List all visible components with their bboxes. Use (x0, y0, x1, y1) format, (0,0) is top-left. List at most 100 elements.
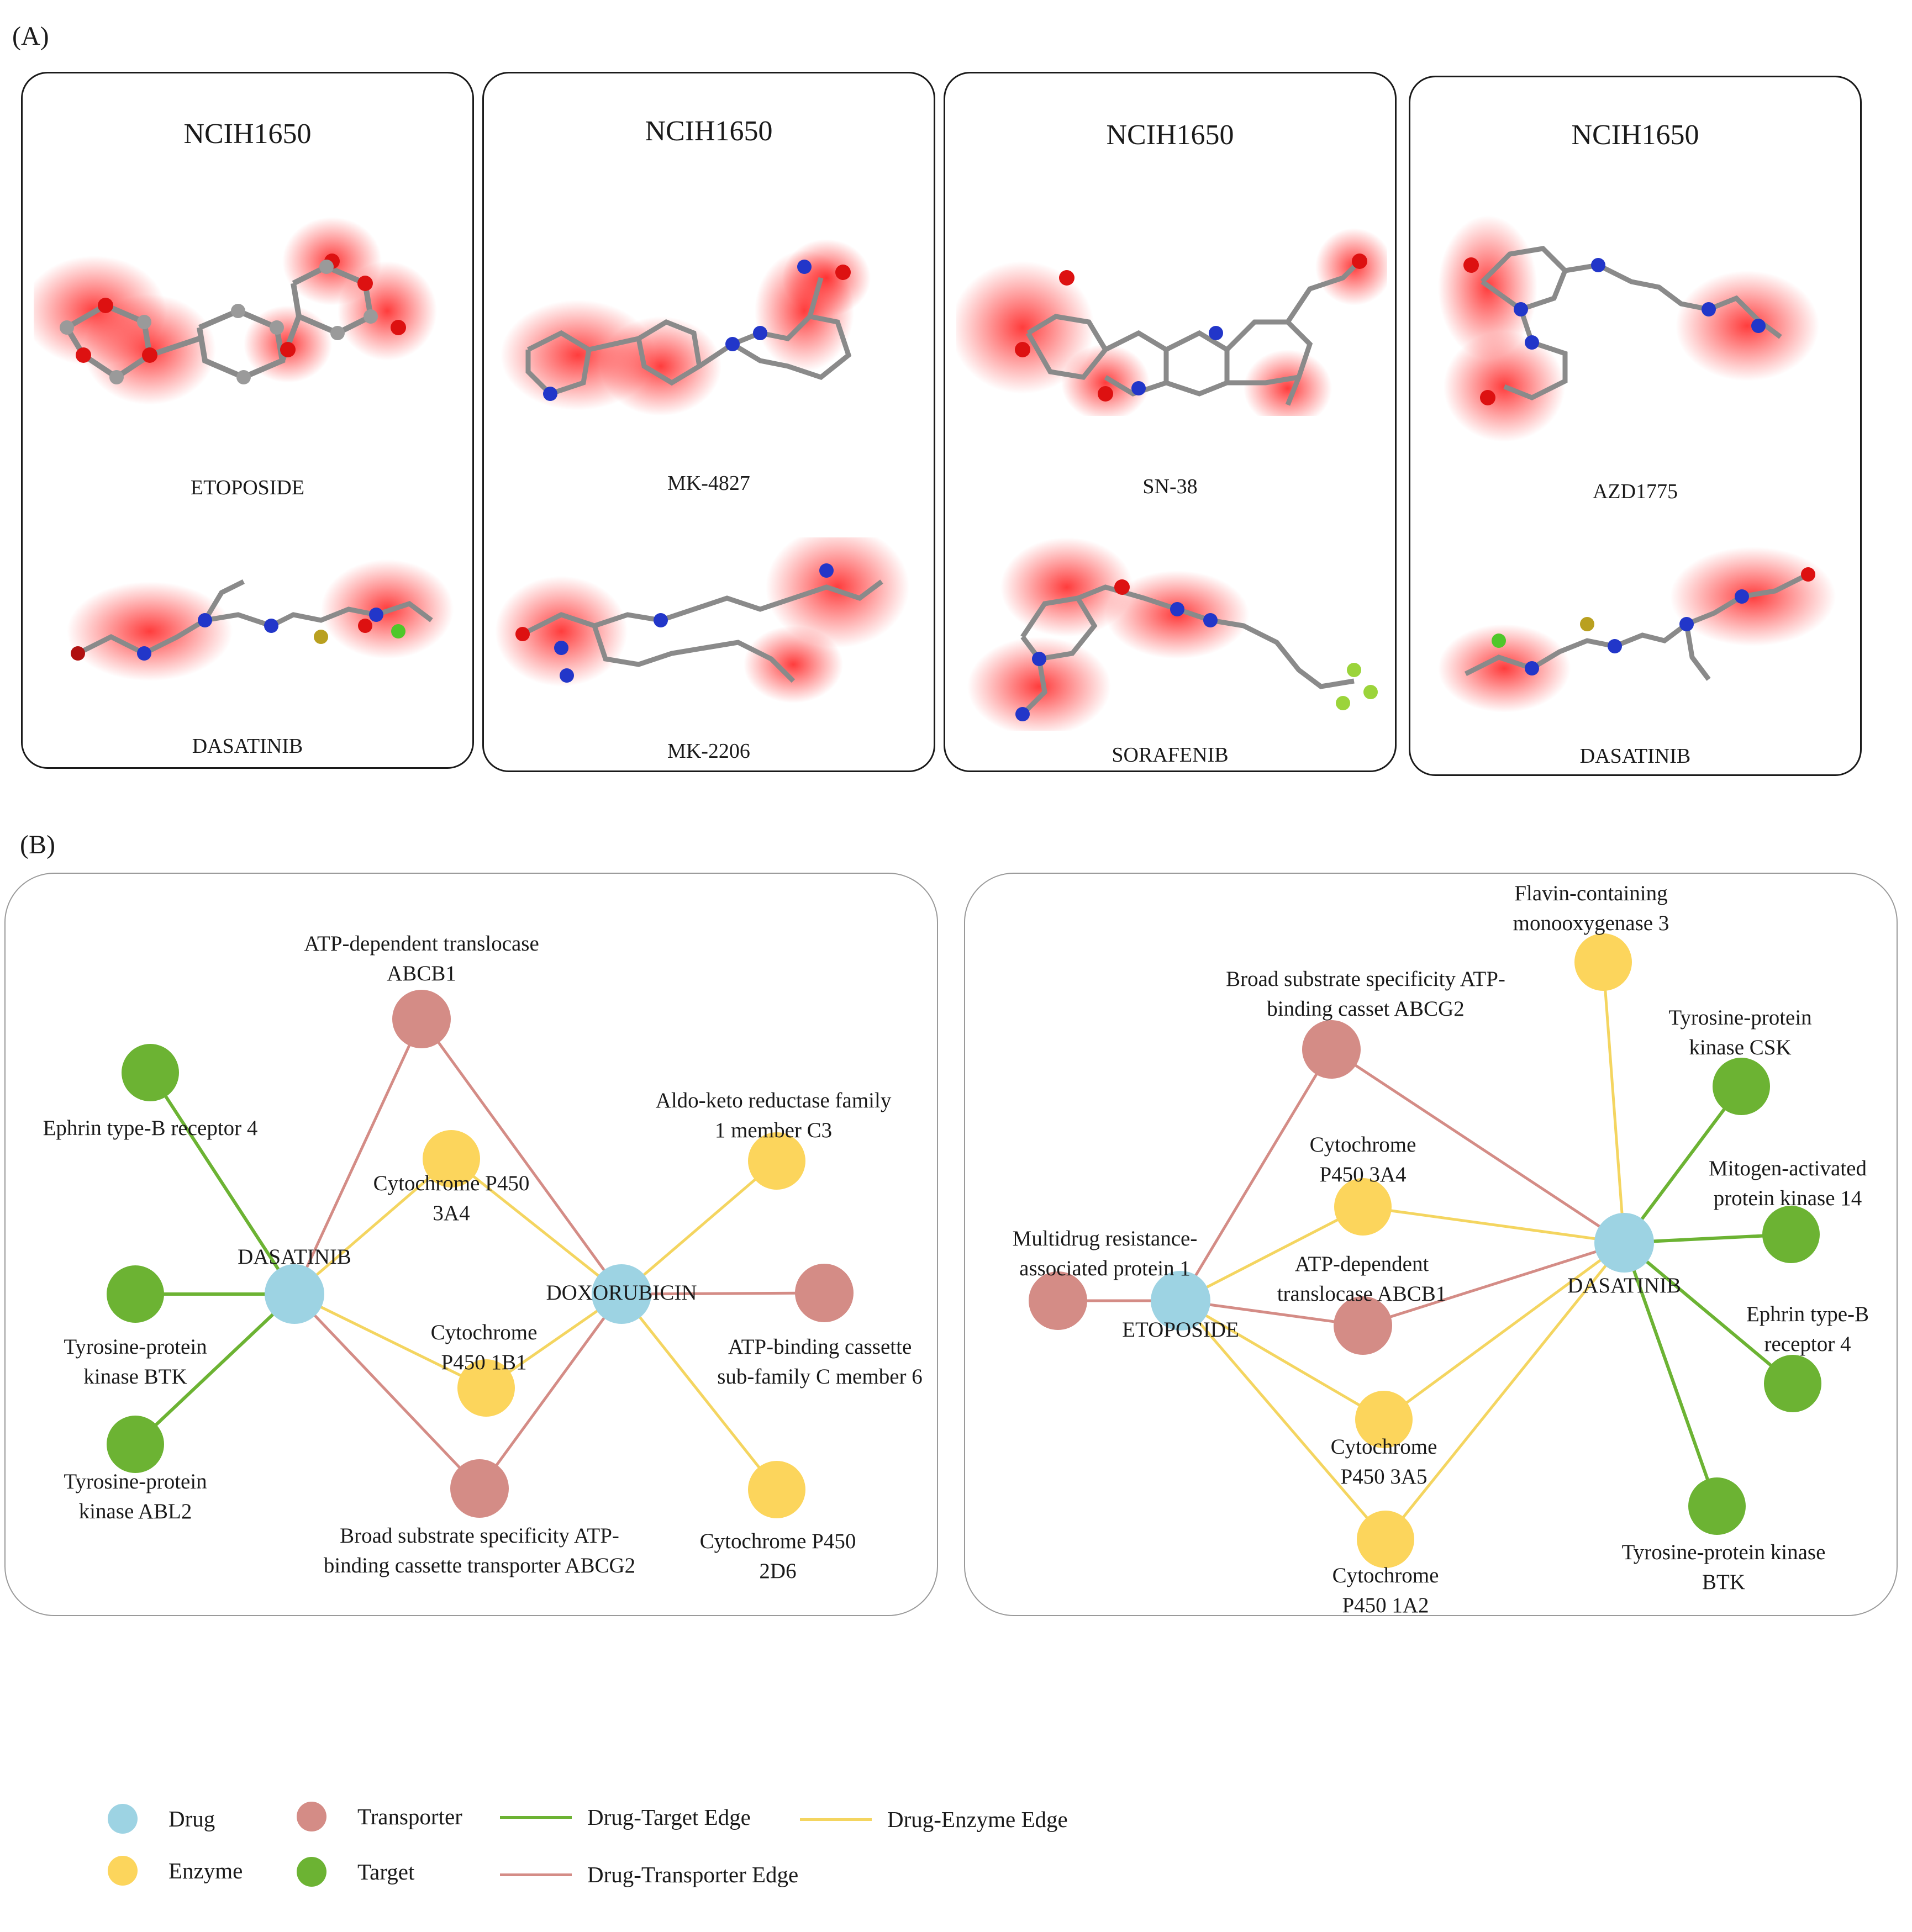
molecule-card-4: NCIH1650 AZD1775 DASATINIB (1409, 76, 1862, 776)
node-label-line: Tyrosine-protein kinase (1621, 1540, 1826, 1565)
legend-enzyme-edge-label: Drug-Enzyme Edge (887, 1807, 1068, 1832)
networkLeft-node-akr1c3 (748, 1132, 805, 1190)
networkLeft-edge-doxorubicin-abcb1 (420, 1018, 623, 1295)
node-label-line: Mitogen-activated (1709, 1157, 1867, 1181)
networkRight-label-dasatinib: DASATINIB (1567, 1271, 1681, 1301)
networkLeft-node-cyp2d6 (748, 1461, 805, 1518)
legend-transporter-label: Transporter (357, 1804, 462, 1829)
networkRight-node-btk (1688, 1477, 1746, 1535)
node-label-line: ETOPOSIDE (1122, 1318, 1239, 1342)
node-label-line: binding casset ABCG2 (1267, 997, 1465, 1021)
networkRight-node-etoposide (1151, 1271, 1210, 1331)
networkRight-edge-dasatinib-btk (1623, 1242, 1719, 1507)
drug-name-bottom: SORAFENIB (1112, 743, 1229, 767)
networkLeft-node-doxorubicin (592, 1264, 651, 1324)
molecule-card-3: NCIH1650 SN-38 (944, 72, 1397, 772)
networkLeft-node-cyp3a4 (423, 1130, 480, 1187)
networkRight-label-abcg2: Broad substrate specificity ATP-binding … (1226, 964, 1505, 1024)
node-label-line: Tyrosine-protein (1668, 1006, 1812, 1030)
node-label-line: Cytochrome P450 (699, 1529, 856, 1554)
networkRight-edge-dasatinib-abcg2 (1330, 1048, 1625, 1244)
networkRight-node-abcg2 (1302, 1020, 1361, 1079)
networkLeft-label-cyp2d6: Cytochrome P450 2D6 (700, 1527, 856, 1586)
drug-name-top: ETOPOSIDE (190, 476, 305, 499)
molecule-card-1: NCIH1650 ETOPOSIDE (21, 72, 474, 769)
node-label-line: Aldo-keto reductase family (655, 1089, 892, 1113)
networkLeft-node-ephb4 (122, 1044, 179, 1101)
node-label-line: Ephrin type-B (1746, 1302, 1869, 1327)
legend-enzyme-edge-swatch (800, 1818, 872, 1821)
legend-transporter-edge-label: Drug-Transporter Edge (587, 1862, 799, 1887)
node-label-line: DOXORUBICIN (546, 1281, 697, 1305)
node-label-line: BTK (1702, 1570, 1745, 1594)
legend-target-edge-label: Drug-Target Edge (587, 1804, 751, 1830)
networkLeft-edge-dasatinib-abl2 (134, 1292, 296, 1446)
networkRight-edge-etoposide-cyp3a4 (1179, 1205, 1364, 1302)
node-label-line: Cytochrome (1330, 1435, 1437, 1459)
node-label-line: sub-family C member 6 (717, 1365, 923, 1389)
networkRight-edge-etoposide-abcg2 (1179, 1048, 1333, 1302)
networkLeft-label-ephb4: Ephrin type-B receptor 4 (43, 1113, 258, 1143)
legend-transporter-swatch (297, 1802, 326, 1831)
networkLeft-node-btk (107, 1265, 164, 1323)
panel-a-label: (A) (12, 22, 49, 51)
legend-target-edge-swatch (500, 1815, 572, 1819)
legend-enzyme: Enzyme (108, 1856, 243, 1886)
node-label-line: Broad substrate specificity ATP- (340, 1524, 619, 1548)
node-label-line: P450 3A5 (1340, 1465, 1428, 1488)
node-label-line: ATP-dependent (1294, 1252, 1429, 1276)
networkRight-edge-dasatinib-abcb1 (1362, 1241, 1625, 1327)
networkRight-edge-dasatinib-csk (1623, 1085, 1743, 1244)
networkRight-node-dasatinib (1594, 1213, 1654, 1273)
legend-enzyme-edge: Drug-Enzyme Edge (800, 1806, 1068, 1833)
node-label-line: Multidrug resistance- (1012, 1227, 1198, 1251)
networkRight-node-fmo3 (1574, 933, 1632, 991)
legend-transporter: Transporter (297, 1802, 462, 1831)
node-label-line: Tyrosine-protein (64, 1335, 207, 1359)
networkLeft-node-abcg2 (450, 1459, 509, 1518)
cell-line-title: NCIH1650 (183, 118, 312, 150)
node-label-line: ATP-dependent translocase (304, 932, 539, 956)
node-label-line: receptor 4 (1764, 1332, 1851, 1356)
networkRight-node-cyp3a5 (1355, 1391, 1413, 1448)
networkLeft-label-dasatinib: DASATINIB (238, 1242, 351, 1272)
legend-enzyme-label: Enzyme (168, 1858, 243, 1883)
node-label-line: binding cassette transporter ABCG2 (323, 1554, 636, 1577)
network-right-frame (964, 873, 1898, 1616)
networkLeft-edge-doxorubicin-abcg2 (478, 1293, 623, 1490)
networkRight-edge-dasatinib-cyp3a5 (1383, 1241, 1625, 1421)
networkRight-edge-dasatinib-fmo3 (1602, 962, 1626, 1243)
node-label-line: P450 1A2 (1342, 1593, 1429, 1617)
networkRight-edge-dasatinib-ephb4 (1623, 1241, 1794, 1385)
legend-target-swatch (297, 1857, 326, 1887)
node-label-line: Broad substrate specificity ATP- (1226, 967, 1505, 991)
molecule-card-2: NCIH1650 MK-4827 MK-2206 (482, 72, 935, 772)
node-label-line: P450 1B1 (441, 1350, 527, 1374)
networkRight-label-fmo3: Flavin-containing monooxygenase 3 (1513, 879, 1669, 938)
networkRight-edge-etoposide-abcb1 (1180, 1299, 1363, 1327)
node-label-line: kinase BTK (83, 1365, 187, 1389)
networkRight-label-mrp1: Multidrug resistance-associated protein … (1013, 1224, 1198, 1284)
networkLeft-node-abcb1 (392, 990, 451, 1048)
node-label-line: 3A4 (433, 1201, 470, 1225)
drug-name-bottom: DASATINIB (1579, 745, 1691, 768)
node-label-line: DASATINIB (1567, 1274, 1681, 1298)
networkRight-edge-etoposide-cyp3a5 (1179, 1299, 1385, 1421)
node-label-line: monooxygenase 3 (1513, 911, 1669, 935)
node-label-line: translocase ABCB1 (1277, 1282, 1447, 1306)
networkLeft-edge-doxorubicin-cyp3a4 (450, 1158, 623, 1295)
node-label-line: Flavin-containing (1514, 881, 1668, 906)
node-label-line: 2D6 (759, 1559, 797, 1583)
networkLeft-label-doxorubicin: DOXORUBICIN (546, 1278, 697, 1308)
networkRight-edge-dasatinib-cyp1a2 (1384, 1242, 1625, 1540)
